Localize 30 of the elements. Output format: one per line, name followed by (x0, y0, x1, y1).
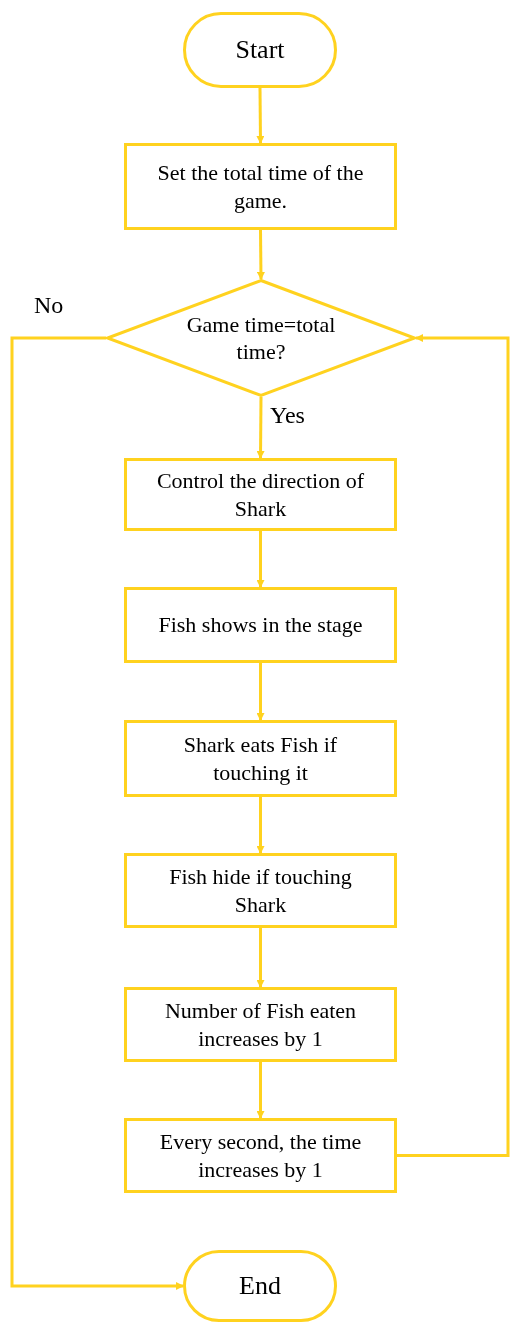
arrow (10, 336, 184, 1290)
node-text: Number of Fish eaten increases by 1 (163, 997, 358, 1052)
edge-label: No (34, 292, 64, 319)
node-text: Control the direction of Shark (155, 467, 366, 522)
arrow (256, 1062, 265, 1119)
node-text: Fish shows in the stage (158, 611, 363, 639)
arrow (256, 797, 265, 854)
edge-label: Yes (270, 402, 305, 429)
decision-diamond (106, 279, 416, 397)
arrow (256, 230, 265, 280)
node-text: Start (235, 33, 285, 66)
process-box (124, 1118, 397, 1193)
process-box (124, 587, 397, 663)
node-text: Shark eats Fish if touching it (182, 731, 339, 786)
arrow (256, 397, 265, 459)
arrow (256, 928, 265, 988)
node-text: Game time=total time? (185, 310, 337, 366)
node-text: Set the total time of the game. (156, 159, 365, 214)
process-box (124, 987, 397, 1062)
arrow (256, 663, 265, 721)
arrow (256, 531, 265, 588)
process-box (124, 720, 397, 797)
node-text: Fish hide if touching Shark (168, 863, 353, 918)
arrow (397, 334, 510, 1157)
node-text: End (239, 1269, 281, 1302)
process-box (124, 143, 397, 230)
process-box (124, 853, 397, 928)
arrow (256, 88, 265, 144)
process-box (124, 458, 397, 531)
node-text: Every second, the time increases by 1 (158, 1128, 363, 1183)
